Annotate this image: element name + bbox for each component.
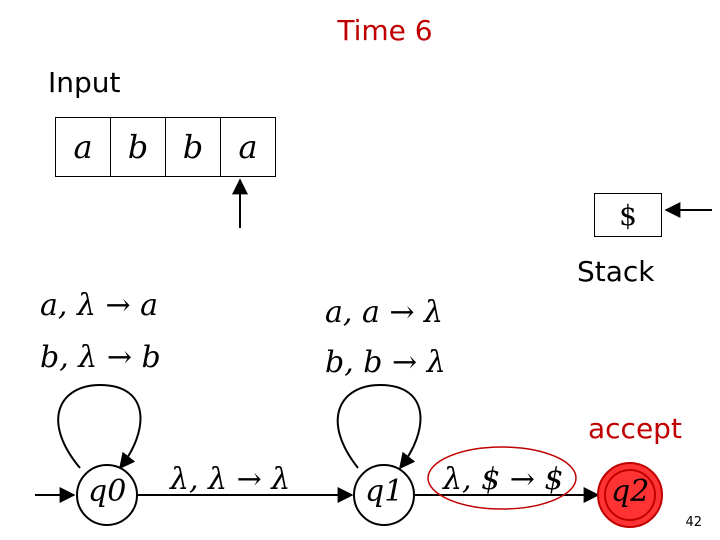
edge-q1-q2-label: λ, $ → $ [443, 462, 564, 497]
input-label: Input [48, 66, 121, 99]
state-q1 [353, 464, 415, 526]
accept-label: accept [588, 412, 682, 445]
q0-self-loop [57, 383, 142, 470]
tape-cell-3: b [166, 118, 221, 176]
input-tape: a b b a [55, 117, 276, 177]
stack-label: Stack [577, 255, 655, 288]
state-q2-label: q2 [611, 474, 650, 509]
edge-q0-q1-label: λ, λ → λ [170, 462, 291, 497]
q0-loop-label-2: b, λ → b [40, 340, 161, 375]
tape-cell-4: a [238, 128, 258, 166]
q0-loop-label-1: a, λ → a [40, 288, 159, 323]
slide-title: Time 6 [337, 14, 433, 47]
tape-cell-2: b [111, 118, 166, 176]
active-transition-highlight [427, 446, 577, 510]
page-number: 42 [685, 515, 702, 530]
q1-self-loop [336, 383, 422, 470]
q1-loop-label-2: b, b → λ [325, 345, 446, 380]
state-q2-inner [604, 469, 656, 521]
stack-cell-top: $ [594, 193, 662, 237]
state-q0-label: q0 [88, 474, 127, 509]
state-q0 [76, 464, 138, 526]
q1-loop-label-1: a, a → λ [325, 295, 444, 330]
tape-cell-1: a [56, 118, 111, 176]
state-q1-label: q1 [365, 474, 404, 509]
